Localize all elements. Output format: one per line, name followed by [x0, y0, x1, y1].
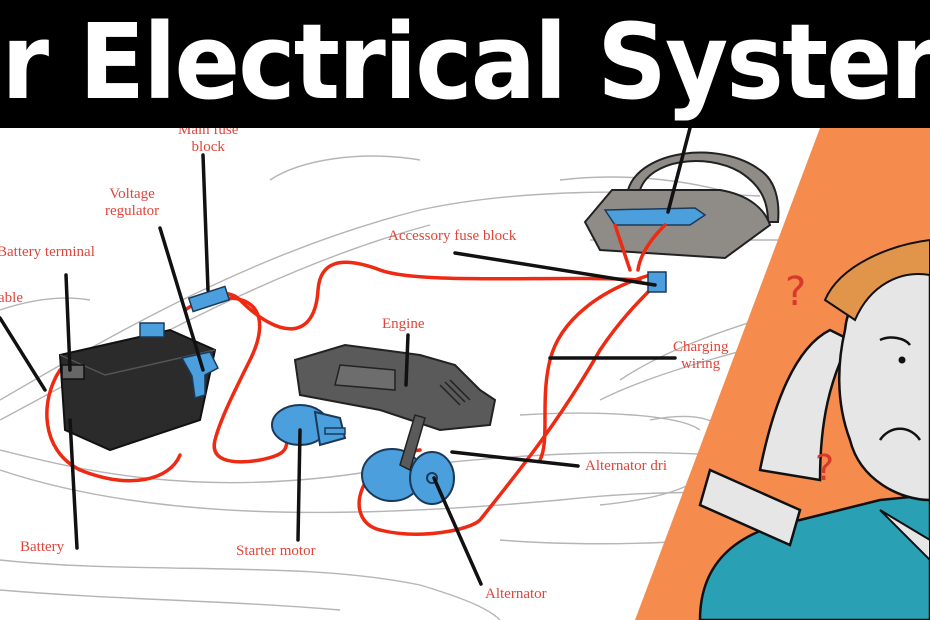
label-cable: able: [0, 290, 23, 306]
label-line: block: [191, 139, 225, 155]
battery-component: [58, 322, 219, 452]
label-starter-motor: Starter motor: [236, 543, 316, 559]
accessory-fuse-block-component: [647, 271, 667, 293]
label-line: wiring: [681, 356, 721, 372]
worried-person-illustration: [698, 238, 930, 620]
label-charging-wiring: Charging wiring: [673, 339, 729, 373]
label-alternator: Alternator: [485, 586, 547, 602]
question-mark-icon: ?: [815, 448, 834, 489]
wiring: [45, 223, 667, 536]
question-mark-icon: ?: [785, 269, 806, 315]
label-line: Voltage: [109, 186, 155, 202]
label-line: Charging: [673, 339, 729, 355]
leader-lines: [0, 128, 692, 586]
label-engine: Engine: [382, 316, 425, 332]
label-voltage-regulator: Voltage regulator: [105, 186, 159, 220]
engine-component: [293, 343, 497, 432]
label-battery-terminal: Battery terminal: [0, 244, 95, 260]
label-line: Main fuse: [178, 128, 239, 138]
label-main-fuse-block: Main fuse block: [178, 128, 238, 156]
starter-motor-component: [271, 404, 347, 447]
car-body-outline: [0, 155, 831, 620]
diagram-stage: ? ? Main fuse block Voltage regulator Ba…: [0, 128, 930, 620]
label-line: regulator: [105, 203, 160, 219]
label-alternator-drive: Alternator dri: [585, 458, 668, 474]
label-accessory-fuse-block: Accessory fuse block: [388, 228, 517, 244]
car-diagram-illustration: ? ?: [0, 128, 930, 620]
dashboard: [583, 151, 780, 260]
main-fuse-block-component: [187, 285, 231, 313]
label-battery: Battery: [20, 539, 65, 555]
alternator-component: [361, 414, 455, 505]
title-banner: ar Electrical Syster: [0, 0, 930, 128]
page-title: ar Electrical Syster: [0, 1, 930, 123]
